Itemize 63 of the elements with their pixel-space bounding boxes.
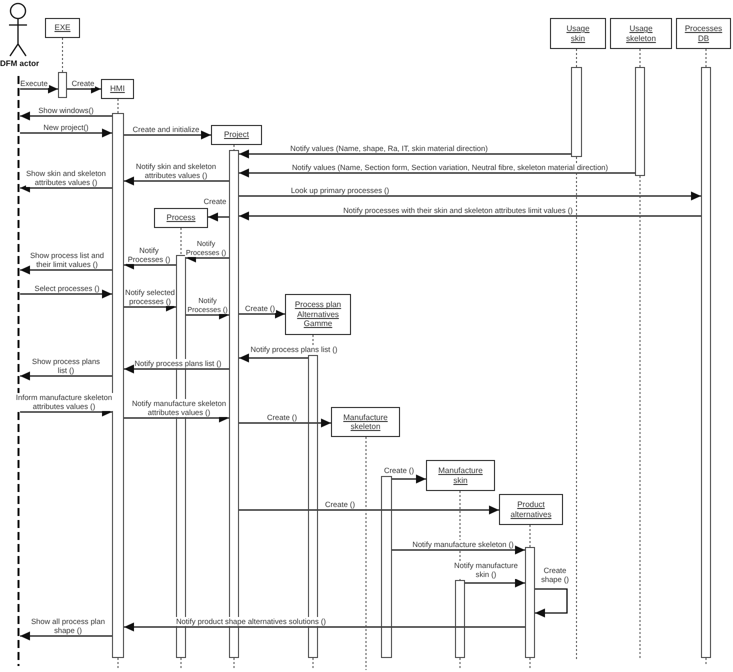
object-box xyxy=(101,79,134,99)
object-box xyxy=(550,18,606,49)
message-arrow xyxy=(20,184,112,192)
object-name: Manufacture skin xyxy=(437,466,484,485)
activation-bar xyxy=(58,72,67,98)
activation-bar xyxy=(701,67,711,658)
lifeline xyxy=(180,658,182,670)
activation-bar xyxy=(455,580,465,658)
message-arrow xyxy=(392,474,426,484)
message-arrow xyxy=(239,192,701,200)
message-arrow xyxy=(124,622,525,632)
activation-bar xyxy=(381,476,392,658)
message-arrow xyxy=(20,290,112,298)
lifeline xyxy=(576,48,577,68)
message-arrow xyxy=(20,128,112,138)
message-arrow xyxy=(239,354,308,362)
object-box xyxy=(285,294,351,335)
lifeline xyxy=(62,38,63,72)
activation-bar xyxy=(571,67,582,157)
object-box xyxy=(610,18,672,49)
message-arrow xyxy=(239,506,499,514)
message-arrow xyxy=(20,112,112,120)
actor-name: DFM actor xyxy=(0,59,40,69)
message-arrow xyxy=(124,364,229,374)
message-arrow xyxy=(124,176,229,186)
object-box xyxy=(154,208,208,228)
message-arrow xyxy=(20,372,112,380)
object-name: Processes DB xyxy=(684,24,724,43)
lifeline xyxy=(180,228,182,256)
object-name: Usage skeleton xyxy=(625,24,657,43)
object-name: Process plan Alternatives Gamme xyxy=(294,300,342,329)
message-arrow xyxy=(392,546,525,554)
message-arrow xyxy=(20,632,112,640)
message-arrow xyxy=(239,212,701,220)
lifeline xyxy=(312,658,314,670)
message-arrow xyxy=(124,130,211,140)
lifeline xyxy=(576,156,577,660)
message-arrow xyxy=(239,150,571,158)
object-box xyxy=(676,18,731,49)
activation-bar xyxy=(112,113,124,658)
message-arrow xyxy=(208,212,229,222)
object-box xyxy=(426,460,495,491)
activation-bar xyxy=(635,67,645,176)
object-box xyxy=(499,494,563,525)
object-name: Product alternatives xyxy=(510,500,552,519)
self-message-arrow xyxy=(535,588,568,618)
object-box xyxy=(211,125,262,145)
message-arrow xyxy=(20,84,58,94)
message-arrow xyxy=(465,578,525,588)
object-box xyxy=(331,407,400,437)
object-name: Process xyxy=(166,213,196,223)
message-arrow xyxy=(239,418,331,428)
object-box xyxy=(45,18,80,38)
object-name: HMI xyxy=(109,84,126,94)
object-name: Usage skin xyxy=(565,24,591,43)
object-name: EXE xyxy=(53,23,72,33)
object-name: Manufacture skeleton xyxy=(342,412,389,432)
message-arrow xyxy=(67,84,101,94)
object-name: Project xyxy=(223,130,250,140)
message-arrow xyxy=(239,310,285,318)
message-arrow xyxy=(239,168,635,178)
activation-bar xyxy=(525,547,535,658)
message-arrow xyxy=(20,266,112,274)
